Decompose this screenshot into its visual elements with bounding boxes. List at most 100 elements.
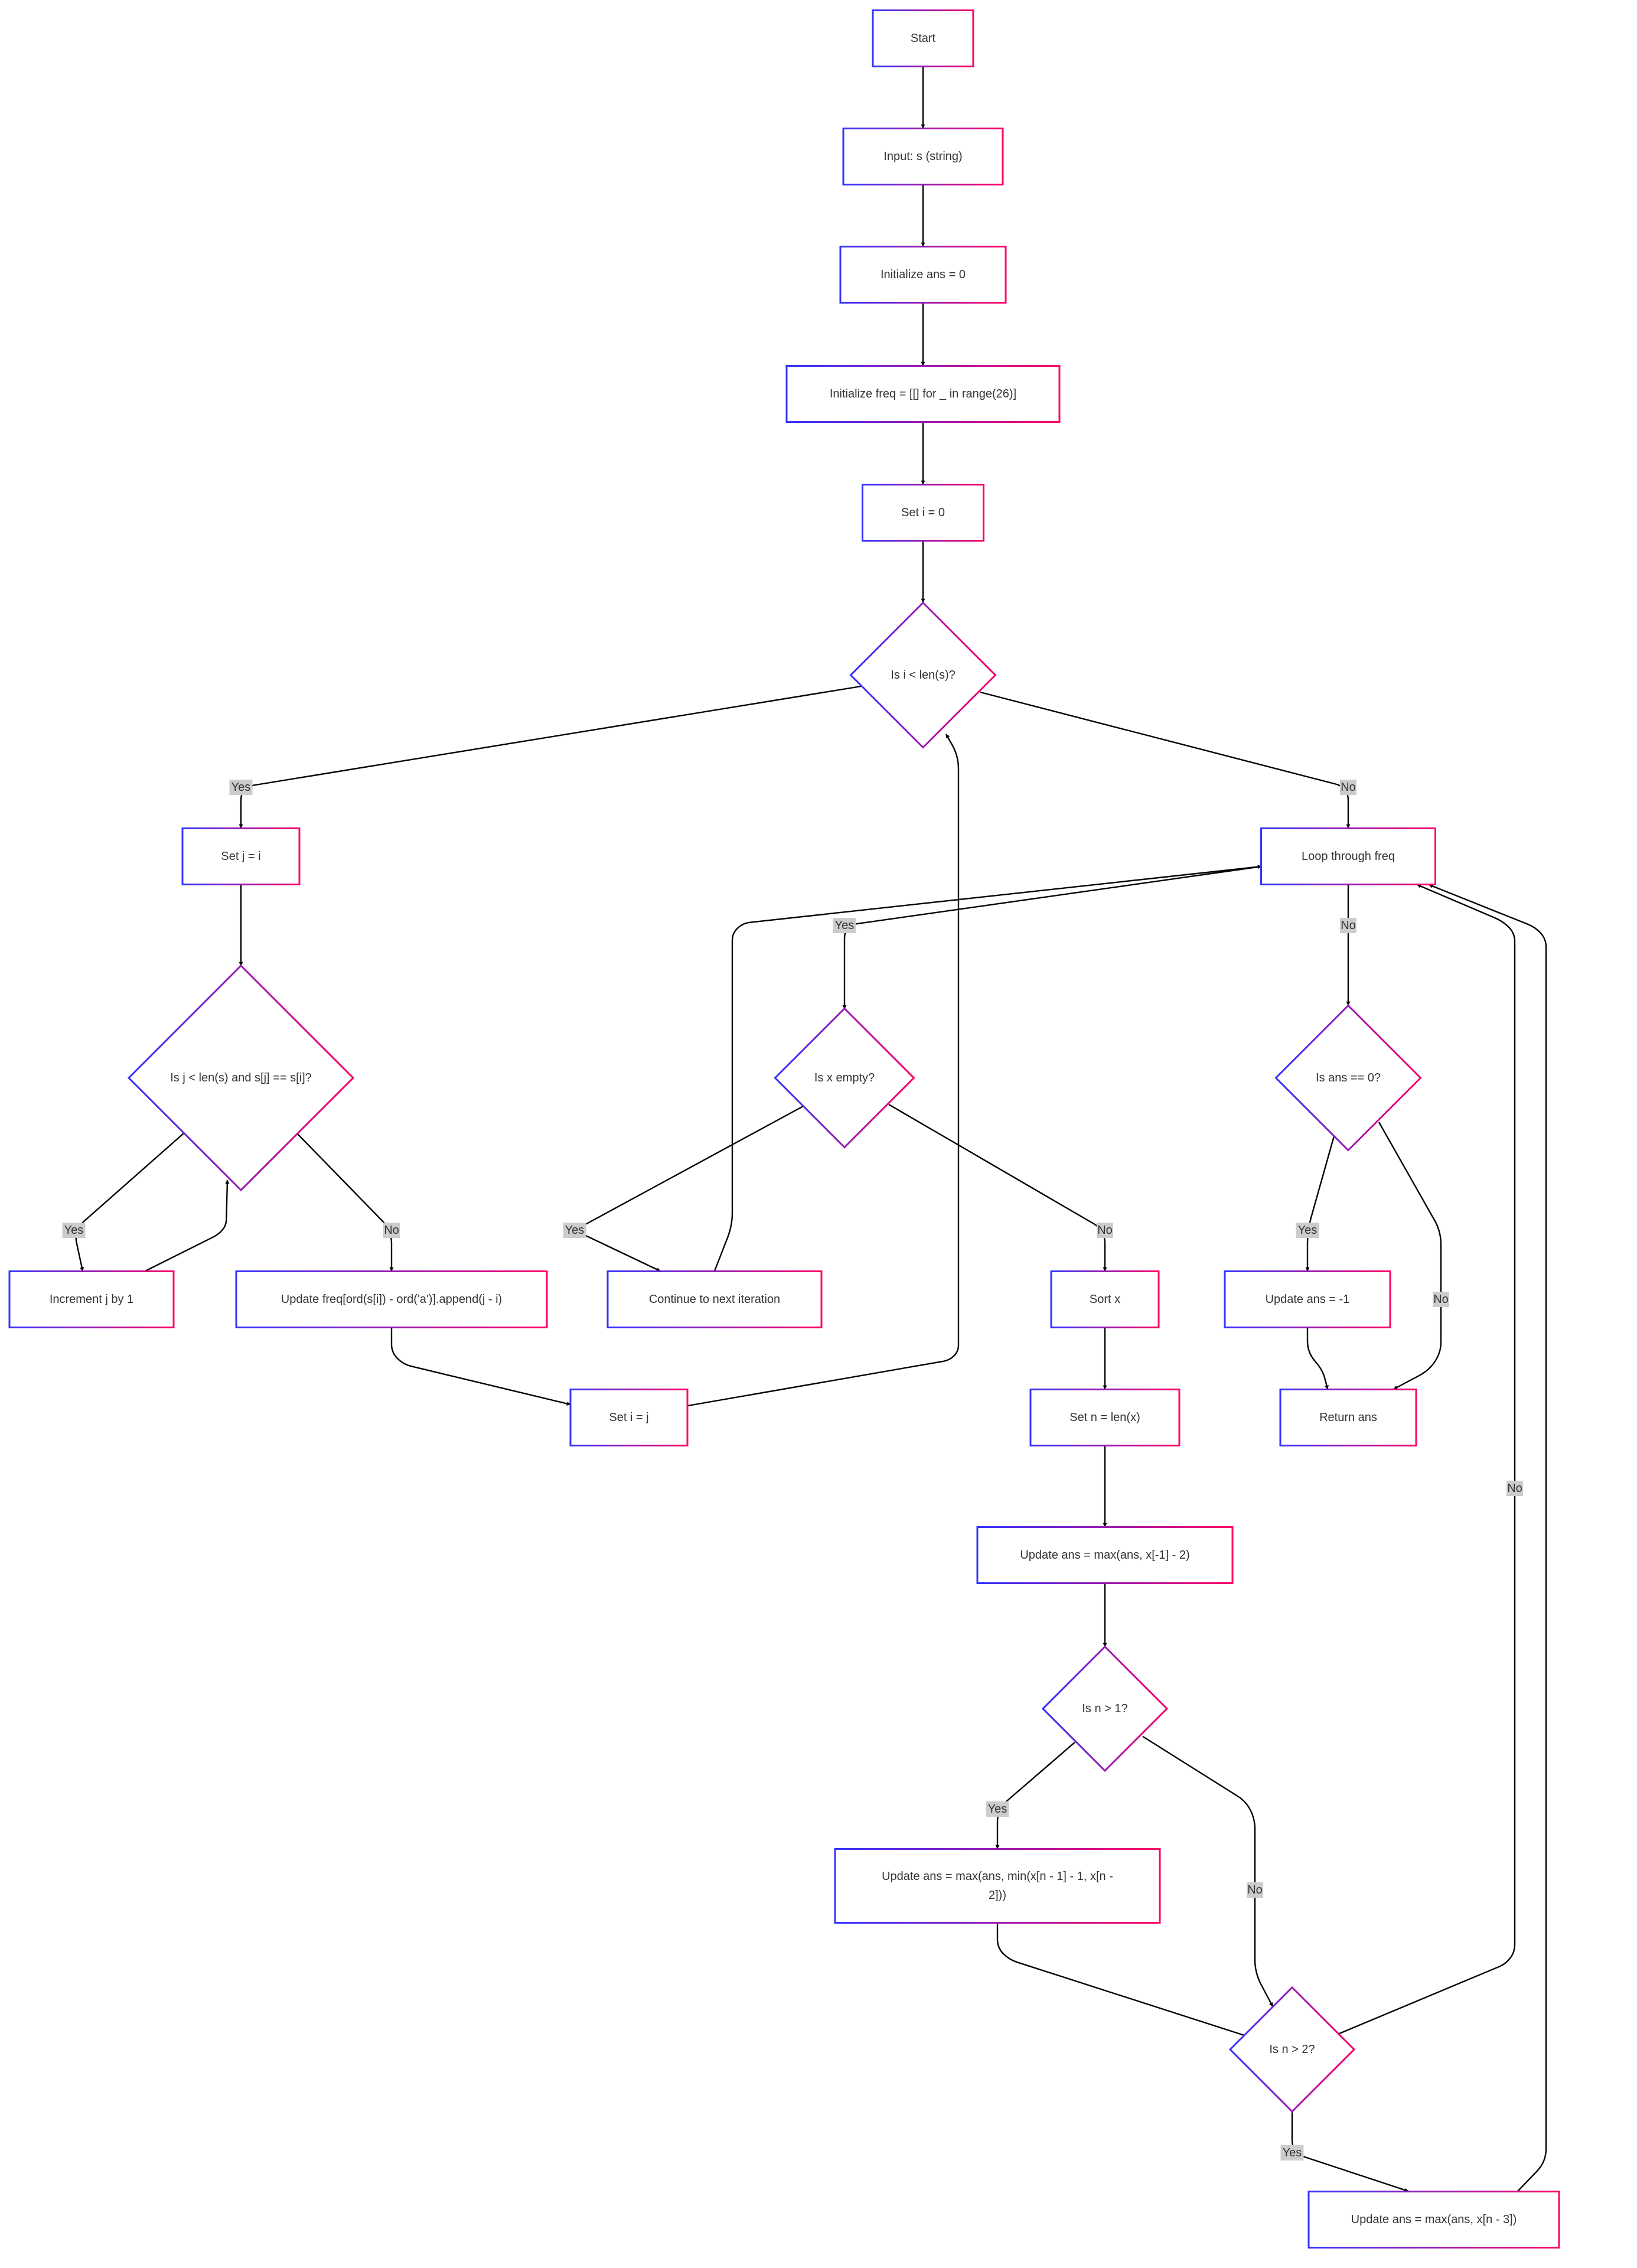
process-continue: Continue to next iteration — [606, 1270, 823, 1328]
edge-inc-j-to-d-j — [145, 1179, 230, 1272]
edge-label-yes: Yes — [986, 1801, 1009, 1817]
decision-d-x-empty: Is x empty? — [774, 1007, 915, 1149]
node-label: Is i < len(s)? — [891, 669, 955, 682]
edge-label-text: No — [1097, 1224, 1113, 1237]
edge-loop-freq-to-d-x-empty — [842, 865, 1262, 1009]
process-box — [235, 1270, 548, 1328]
node-label: Increment j by 1 — [50, 1293, 133, 1306]
process-set-i0: Set i = 0 — [862, 484, 984, 542]
edge-label-background — [1097, 1223, 1113, 1238]
node-label: Set i = j — [609, 1411, 648, 1424]
process-box — [842, 128, 1004, 185]
edge-label-no: No — [1506, 1481, 1523, 1496]
edge-label-background — [383, 1223, 400, 1238]
node-label: Set n = len(x) — [1069, 1411, 1140, 1424]
edge-d-n2-to-loop-freq — [1339, 884, 1516, 2035]
node-label: Update ans = -1 — [1266, 1293, 1350, 1306]
decision-d-j: Is j < len(s) and s[j] == s[i]? — [127, 964, 355, 1192]
process-box — [8, 1270, 175, 1328]
process-init-freq: Initialize freq = [[] for _ in range(26)… — [785, 365, 1061, 423]
edge-update-freq-to-set-ij — [390, 1328, 571, 1406]
process-input: Input: s (string) — [842, 128, 1004, 185]
edge-label-text: Yes — [1298, 1224, 1318, 1237]
edge-label-text: Yes — [64, 1224, 84, 1237]
process-box — [181, 827, 301, 885]
node-label: Update ans = max(ans, min(x[n - 1] - 1, … — [882, 1870, 1113, 1883]
process-set-j: Set j = i — [181, 827, 301, 885]
edge-d-n2-to-upd-ans3 — [1291, 2111, 1409, 2192]
process-upd-ans3: Update ans = max(ans, x[n - 3]) — [1307, 2191, 1560, 2249]
decision-diamond — [774, 1007, 915, 1149]
decision-diamond — [127, 964, 355, 1192]
edge-label-yes: Yes — [833, 918, 856, 933]
edge-d-ans0-to-return-ans — [1378, 1122, 1442, 1390]
decision-d-n1: Is n > 1? — [1041, 1645, 1169, 1772]
process-box — [1050, 1270, 1160, 1328]
edge-label-text: No — [1247, 1884, 1263, 1896]
edge-label-background — [1247, 1882, 1263, 1898]
edge-label-background — [229, 780, 253, 795]
process-loop-freq: Loop through freq — [1260, 827, 1436, 885]
edge-label-text: Yes — [565, 1224, 585, 1237]
process-box — [862, 484, 984, 542]
edge-label-background — [833, 918, 856, 933]
edge-d-x-empty-to-continue — [579, 1105, 804, 1272]
edge-label-text: No — [1507, 1482, 1522, 1495]
process-box — [872, 9, 974, 67]
node-label: Is ans == 0? — [1316, 1071, 1381, 1084]
decision-diamond — [1228, 1986, 1356, 2113]
decision-d-ans0: Is ans == 0? — [1274, 1004, 1422, 1152]
edge-d-x-empty-to-sort-x — [888, 1103, 1107, 1272]
edge-label-no: No — [1097, 1223, 1113, 1238]
node-label: Is j < len(s) and s[j] == s[i]? — [170, 1071, 312, 1084]
edge-label-text: Yes — [988, 1803, 1007, 1816]
edge-label-yes: Yes — [1280, 2145, 1304, 2161]
edge-label-background — [1433, 1292, 1449, 1307]
process-box — [839, 246, 1007, 304]
edge-continue-to-loop-freq — [713, 865, 1262, 1272]
edge-label-background — [1296, 1223, 1319, 1238]
process-box — [1029, 1389, 1181, 1446]
edge-label-background — [1340, 918, 1356, 933]
edge-d-j-to-update-freq — [296, 1132, 394, 1272]
edge-label-background — [62, 1223, 86, 1238]
edge-d-i-len-to-set-j — [239, 685, 862, 829]
node-label: Sort x — [1090, 1293, 1120, 1306]
node-label: Return ans — [1319, 1411, 1377, 1424]
edge-label-background — [1280, 2145, 1304, 2161]
decision-d-n2: Is n > 2? — [1228, 1986, 1356, 2113]
node-label: Start — [911, 32, 936, 45]
edge-d-ans0-to-upd-ans-neg — [1305, 1133, 1336, 1272]
process-box — [606, 1270, 823, 1328]
process-upd-ans-neg: Update ans = -1 — [1224, 1270, 1391, 1328]
node-label: Initialize freq = [[] for _ in range(26)… — [830, 387, 1016, 400]
edge-label-text: No — [384, 1224, 399, 1237]
process-box — [569, 1389, 689, 1446]
edge-label-background — [1506, 1481, 1523, 1496]
edge-upd-ans-neg-to-return-ans — [1306, 1328, 1329, 1390]
process-update-freq: Update freq[ord(s[i]) - ord('a')].append… — [235, 1270, 548, 1328]
process-return-ans: Return ans — [1279, 1389, 1417, 1446]
edge-label-text: Yes — [835, 919, 855, 932]
node-label: Loop through freq — [1302, 850, 1395, 863]
edge-label-no: No — [383, 1223, 400, 1238]
process-set-ij: Set i = j — [569, 1389, 689, 1446]
node-label: Initialize ans = 0 — [881, 268, 966, 281]
node-label: Set j = i — [221, 850, 260, 863]
process-box — [976, 1526, 1234, 1584]
process-init-ans: Initialize ans = 0 — [839, 246, 1007, 304]
edge-label-no: No — [1433, 1292, 1449, 1307]
edge-label-background — [986, 1801, 1009, 1817]
process-start: Start — [872, 9, 974, 67]
edge-d-n1-to-upd-ans2 — [995, 1742, 1075, 1849]
process-box — [1279, 1389, 1417, 1446]
edge-label-text: Yes — [231, 781, 251, 794]
node-label: Is x empty? — [814, 1071, 875, 1084]
decision-diamond — [1274, 1004, 1422, 1152]
edge-label-yes: Yes — [229, 780, 253, 795]
process-upd-ans2: Update ans = max(ans, min(x[n - 1] - 1, … — [834, 1848, 1161, 1924]
edge-label-text: Yes — [1283, 2146, 1302, 2159]
process-box — [1260, 827, 1436, 885]
node-label: Is n > 2? — [1269, 2043, 1315, 2056]
